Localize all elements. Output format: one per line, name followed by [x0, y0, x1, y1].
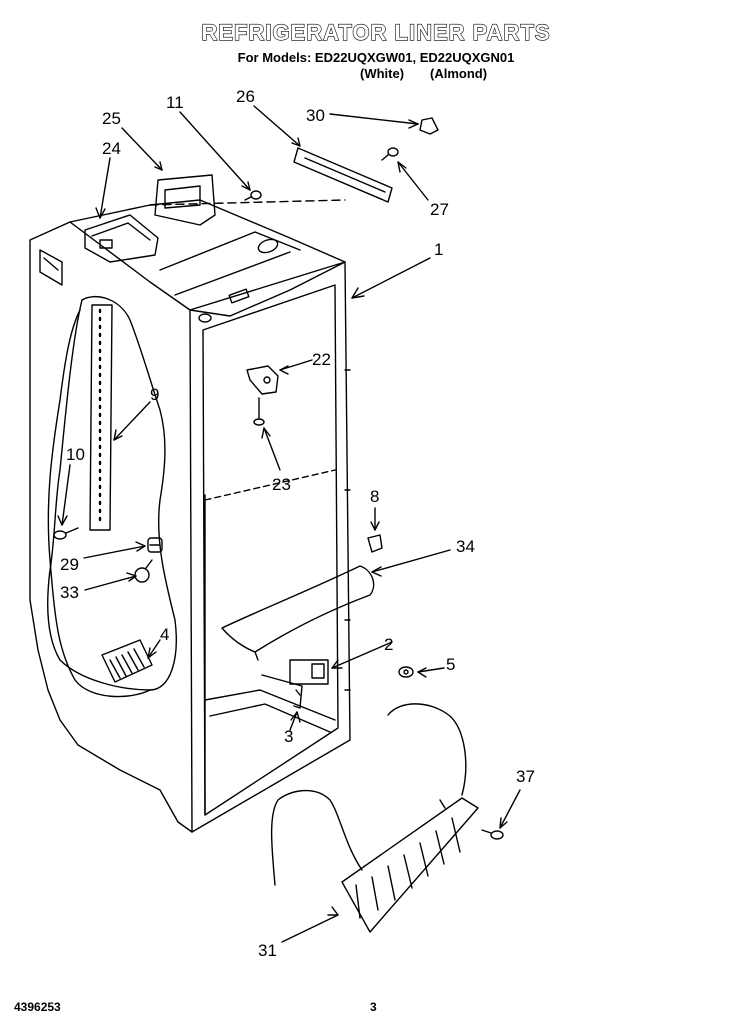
screw-23 [253, 397, 265, 426]
bracket-3 [261, 674, 303, 709]
callout-24: 24 [102, 139, 121, 158]
nut-5 [398, 666, 414, 678]
callout-22: 22 [312, 350, 331, 369]
control-housing [84, 214, 159, 263]
lamp-socket [147, 537, 163, 553]
callout-4: 4 [160, 625, 169, 644]
clip-8 [367, 534, 383, 553]
vertical-rail [89, 304, 113, 531]
callout-1: 1 [434, 240, 443, 259]
callout-10: 10 [66, 445, 85, 464]
callout-5: 5 [446, 655, 455, 674]
screw-37 [481, 829, 504, 840]
callout-37: 37 [516, 767, 535, 786]
screw-11 [244, 190, 262, 201]
page-number: 3 [370, 1000, 377, 1014]
switch-2 [289, 659, 329, 685]
callout-11: 11 [166, 93, 184, 112]
heater-assembly [270, 703, 479, 933]
screw-27 [381, 147, 399, 161]
callout-31: 31 [258, 941, 277, 960]
part-number: 4396253 [14, 1000, 61, 1014]
callout-numbers: 1 2 3 4 5 8 9 10 11 22 23 24 25 26 27 29… [60, 87, 535, 960]
callout-30: 30 [306, 106, 325, 125]
callout-26: 26 [236, 87, 255, 106]
callout-2: 2 [384, 635, 393, 654]
callout-23: 23 [272, 475, 291, 494]
liner-cabinet [29, 199, 351, 833]
callout-33: 33 [60, 583, 79, 602]
leader-lines [57, 105, 521, 943]
callout-9: 9 [150, 385, 159, 404]
cover-34 [221, 565, 375, 661]
wire-harness [47, 309, 151, 698]
clip-30 [419, 117, 439, 135]
callout-27: 27 [430, 200, 449, 219]
variant-almond: (Almond) [430, 66, 488, 81]
top-channel [293, 147, 393, 203]
callout-3: 3 [284, 727, 293, 746]
liner-side-panel [46, 296, 177, 691]
vent-grille [101, 639, 153, 683]
callout-25: 25 [102, 109, 121, 128]
variant-white: (White) [360, 66, 405, 81]
callout-8: 8 [370, 487, 379, 506]
page-title: REFRIGERATOR LINER PARTS [201, 19, 551, 45]
callout-34: 34 [456, 537, 475, 556]
models-line: For Models: ED22UQXGW01, ED22UQXGN01 [237, 50, 515, 65]
mounting-bracket [246, 365, 279, 395]
callout-29: 29 [60, 555, 79, 574]
bracket-25 [154, 174, 216, 226]
light-bulb [134, 559, 153, 583]
screw-10 [53, 527, 79, 540]
